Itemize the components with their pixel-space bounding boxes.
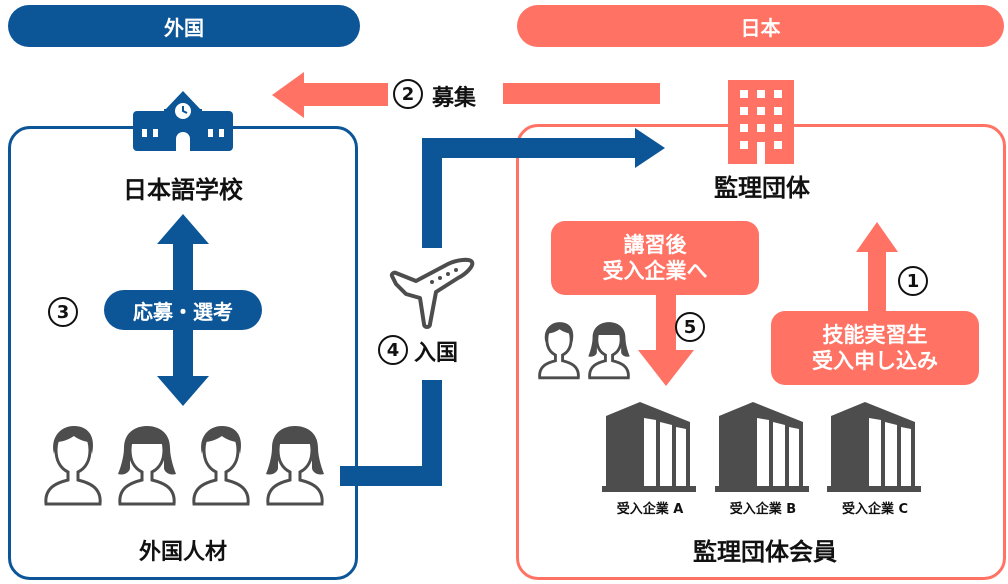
entry-arrow-bottom (340, 466, 442, 486)
entry-arrow (340, 128, 665, 486)
entry-arrow-head (635, 128, 665, 168)
supervising-members-label: 監理団体会員 (693, 538, 837, 566)
foreign-talent-group (38, 424, 328, 508)
company-b: 受入企業 B (713, 400, 813, 520)
company-a-label: 受入企業 A (616, 502, 684, 517)
person-male-icon (44, 426, 102, 506)
step-2-label: 募集 (432, 86, 477, 111)
step-3-badge: 応募・選考 (104, 290, 262, 330)
region-header-foreign: 外国 (8, 5, 360, 47)
region-header-japan: 日本 (517, 5, 1004, 47)
region-header-foreign-label: 外国 (164, 15, 204, 40)
step-4-label: 入国 (414, 341, 459, 366)
step-3-number: 3 (48, 297, 78, 327)
region-header-japan-label: 日本 (740, 15, 781, 40)
person-female-icon (118, 426, 176, 506)
supervising-org-label: 監理団体 (714, 174, 810, 202)
japanese-school-label: 日本語学校 (123, 176, 243, 204)
person-male-icon (538, 322, 580, 380)
company-b-label: 受入企業 B (729, 502, 797, 517)
entry-arrow-top (422, 138, 642, 158)
entry-arrow-vertical-upper (422, 138, 442, 248)
recruit-arrow (272, 72, 660, 118)
trainee-group (534, 320, 634, 380)
step-2-number: 2 (393, 79, 423, 109)
company-c: 受入企業 C (825, 400, 925, 520)
office-building-icon (728, 80, 794, 164)
dispatch-arrow (638, 280, 694, 386)
person-male-icon (192, 426, 250, 506)
company-a: 受入企業 A (600, 400, 700, 520)
company-c-label: 受入企業 C (841, 502, 909, 517)
person-female-icon (266, 426, 324, 506)
step-1-number: 1 (898, 266, 928, 296)
step-4-number: 4 (378, 335, 408, 365)
person-female-icon (588, 322, 630, 380)
application-arrow (856, 222, 898, 322)
entry-arrow-vertical-lower (422, 380, 442, 486)
company-building-icon (827, 402, 921, 492)
recruit-arrow-shaft-left (302, 83, 388, 106)
foreign-talent-label: 外国人材 (138, 540, 227, 565)
step-5-number: 5 (675, 312, 705, 342)
recruit-arrow-shaft-right (503, 83, 660, 104)
recruit-arrow-head (272, 72, 304, 118)
school-icon (133, 91, 233, 151)
airplane-icon (389, 257, 475, 329)
company-building-icon (602, 402, 696, 492)
company-building-icon (715, 402, 809, 492)
step-1-callout: 技能実習生 受入申し込み (771, 311, 979, 385)
step-5-callout: 講習後 受入企業へ (551, 221, 759, 295)
